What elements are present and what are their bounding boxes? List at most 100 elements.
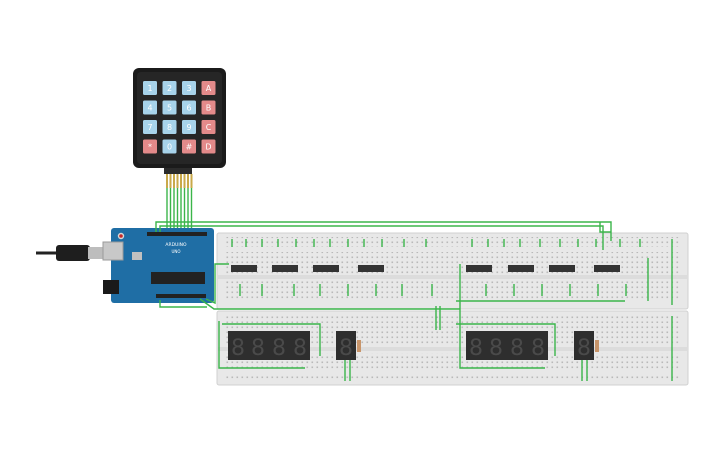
- left-quad-display[interactable]: 8 8 8 8: [228, 331, 310, 361]
- keypad-connector: [164, 168, 192, 174]
- wire-right-display-loop-2[interactable]: [456, 323, 556, 356]
- keypad-key-label: 4: [147, 104, 152, 113]
- keypad-key-9[interactable]: 8: [162, 120, 177, 134]
- left-quad-digit-4: 8: [293, 336, 307, 361]
- ic-5[interactable]: [466, 265, 492, 272]
- keypad-key-14[interactable]: #: [182, 139, 196, 154]
- keypad-key-label: D: [205, 143, 211, 152]
- keypad-key-label: #: [186, 143, 193, 152]
- arduino-pcb: [111, 228, 214, 303]
- wires: [155, 188, 673, 381]
- wire-right-display-loop-1[interactable]: [459, 264, 545, 369]
- wire-top-bus-2[interactable]: [159, 225, 604, 250]
- wire-top-bus-3[interactable]: [599, 222, 611, 233]
- shift-registers: [231, 265, 620, 272]
- arduino-power-jack: [103, 280, 119, 294]
- right-quad-display[interactable]: 8 8 8 8: [466, 331, 548, 361]
- wire-right-single-digit[interactable]: [581, 356, 588, 381]
- keypad-key-cap: [162, 139, 177, 154]
- keypad-key-label: 2: [167, 84, 172, 93]
- keypad-key-8[interactable]: 7: [143, 120, 157, 134]
- right-quad-digit-2: 8: [489, 336, 503, 361]
- keypad-key-7[interactable]: B: [201, 100, 216, 115]
- mid-jumpers-right[interactable]: [485, 284, 627, 296]
- right-resistor[interactable]: [595, 340, 599, 352]
- keypad-key-cap: [201, 120, 216, 134]
- ic-8[interactable]: [594, 265, 620, 272]
- breadboard-bottom[interactable]: [216, 310, 689, 386]
- top-jumpers-left[interactable]: [231, 239, 427, 247]
- left-quad-digit-2: 8: [251, 336, 265, 361]
- keypad-ribbon-wires[interactable]: [166, 188, 193, 228]
- keypad-key-label: *: [148, 143, 152, 152]
- left-resistor[interactable]: [357, 340, 361, 352]
- breadboard-bottom-rail-upper: [225, 315, 680, 323]
- keypad-key-cap: [143, 100, 157, 115]
- right-single-display[interactable]: 8: [574, 331, 599, 361]
- keypad-key-13[interactable]: 0: [162, 139, 177, 154]
- top-jumpers-edge[interactable]: [647, 239, 673, 305]
- ic-3[interactable]: [313, 265, 339, 272]
- keypad-key-0[interactable]: 1: [143, 81, 157, 95]
- ic-2[interactable]: [272, 265, 298, 272]
- keypad-key-cap: [143, 81, 157, 95]
- keypad-key-6[interactable]: 6: [182, 100, 196, 115]
- keypad-key-label: 6: [186, 104, 191, 113]
- wire-left-display-loop-1[interactable]: [218, 321, 305, 369]
- keypad-key-10[interactable]: 9: [182, 120, 196, 134]
- keypad-key-2[interactable]: 3: [182, 81, 196, 95]
- wire-left-display-loop-2[interactable]: [222, 323, 321, 356]
- keypad-key-11[interactable]: C: [201, 120, 216, 134]
- right-quad-display-body: [466, 331, 548, 360]
- arduino-crystal: [132, 252, 142, 260]
- keypad-key-cap: [201, 139, 216, 154]
- keypad-key-cap: [182, 139, 196, 154]
- right-quad-digit-1: 8: [469, 336, 483, 361]
- keypad-key-label: 9: [186, 123, 191, 132]
- keypad-key-label: 0: [167, 143, 172, 152]
- keypad-key-cap: [143, 120, 157, 134]
- wire-arduino-left-2[interactable]: [199, 298, 460, 310]
- keypad-key-12[interactable]: *: [143, 139, 157, 154]
- usb-cable-tip: [88, 247, 104, 259]
- board-bridge-jumpers[interactable]: [435, 306, 441, 330]
- keypad-key-5[interactable]: 5: [162, 100, 177, 115]
- ic-4[interactable]: [358, 265, 384, 272]
- top-jumpers-right[interactable]: [471, 239, 641, 247]
- wire-left-single-digit[interactable]: [344, 356, 351, 381]
- breadboard-top-rail-upper: [225, 237, 680, 247]
- arduino-usb-port: [102, 241, 124, 261]
- keypad-key-cap: [143, 139, 157, 154]
- left-quad-digit-1: 8: [231, 336, 245, 361]
- mid-jumpers-left[interactable]: [239, 284, 433, 296]
- keypad-key-3[interactable]: A: [201, 81, 216, 95]
- arduino-analog-header: [156, 294, 206, 298]
- arduino-sublabel: UNO: [171, 249, 180, 254]
- ic-7[interactable]: [549, 265, 575, 272]
- keypad-key-15[interactable]: D: [201, 139, 216, 154]
- ic-1[interactable]: [231, 265, 257, 272]
- arduino-board[interactable]: ARDUINO UNO: [102, 228, 214, 303]
- keypad-key-1[interactable]: 2: [162, 81, 177, 95]
- wire-arduino-left-3[interactable]: [159, 300, 207, 308]
- left-quad-digit-3: 8: [272, 336, 286, 361]
- keypad-key-4[interactable]: 4: [143, 100, 157, 115]
- wire-arduino-left-1[interactable]: [205, 263, 229, 305]
- keypad-key-label: A: [206, 84, 212, 93]
- right-quad-digit-3: 8: [510, 336, 524, 361]
- right-single-digit: 8: [577, 336, 591, 361]
- keypad-key-cap: [201, 100, 216, 115]
- keypad-key-label: 1: [147, 84, 152, 93]
- breadboard-bottom-rail-lower: [225, 374, 680, 381]
- ic-6[interactable]: [508, 265, 534, 272]
- keypad-face: [137, 72, 222, 164]
- usb-cable[interactable]: [36, 245, 104, 261]
- left-quad-display-body: [228, 331, 310, 360]
- keypad-key-label: 7: [147, 123, 152, 132]
- left-single-display[interactable]: 8: [336, 331, 361, 361]
- usb-cable-plug: [56, 245, 90, 261]
